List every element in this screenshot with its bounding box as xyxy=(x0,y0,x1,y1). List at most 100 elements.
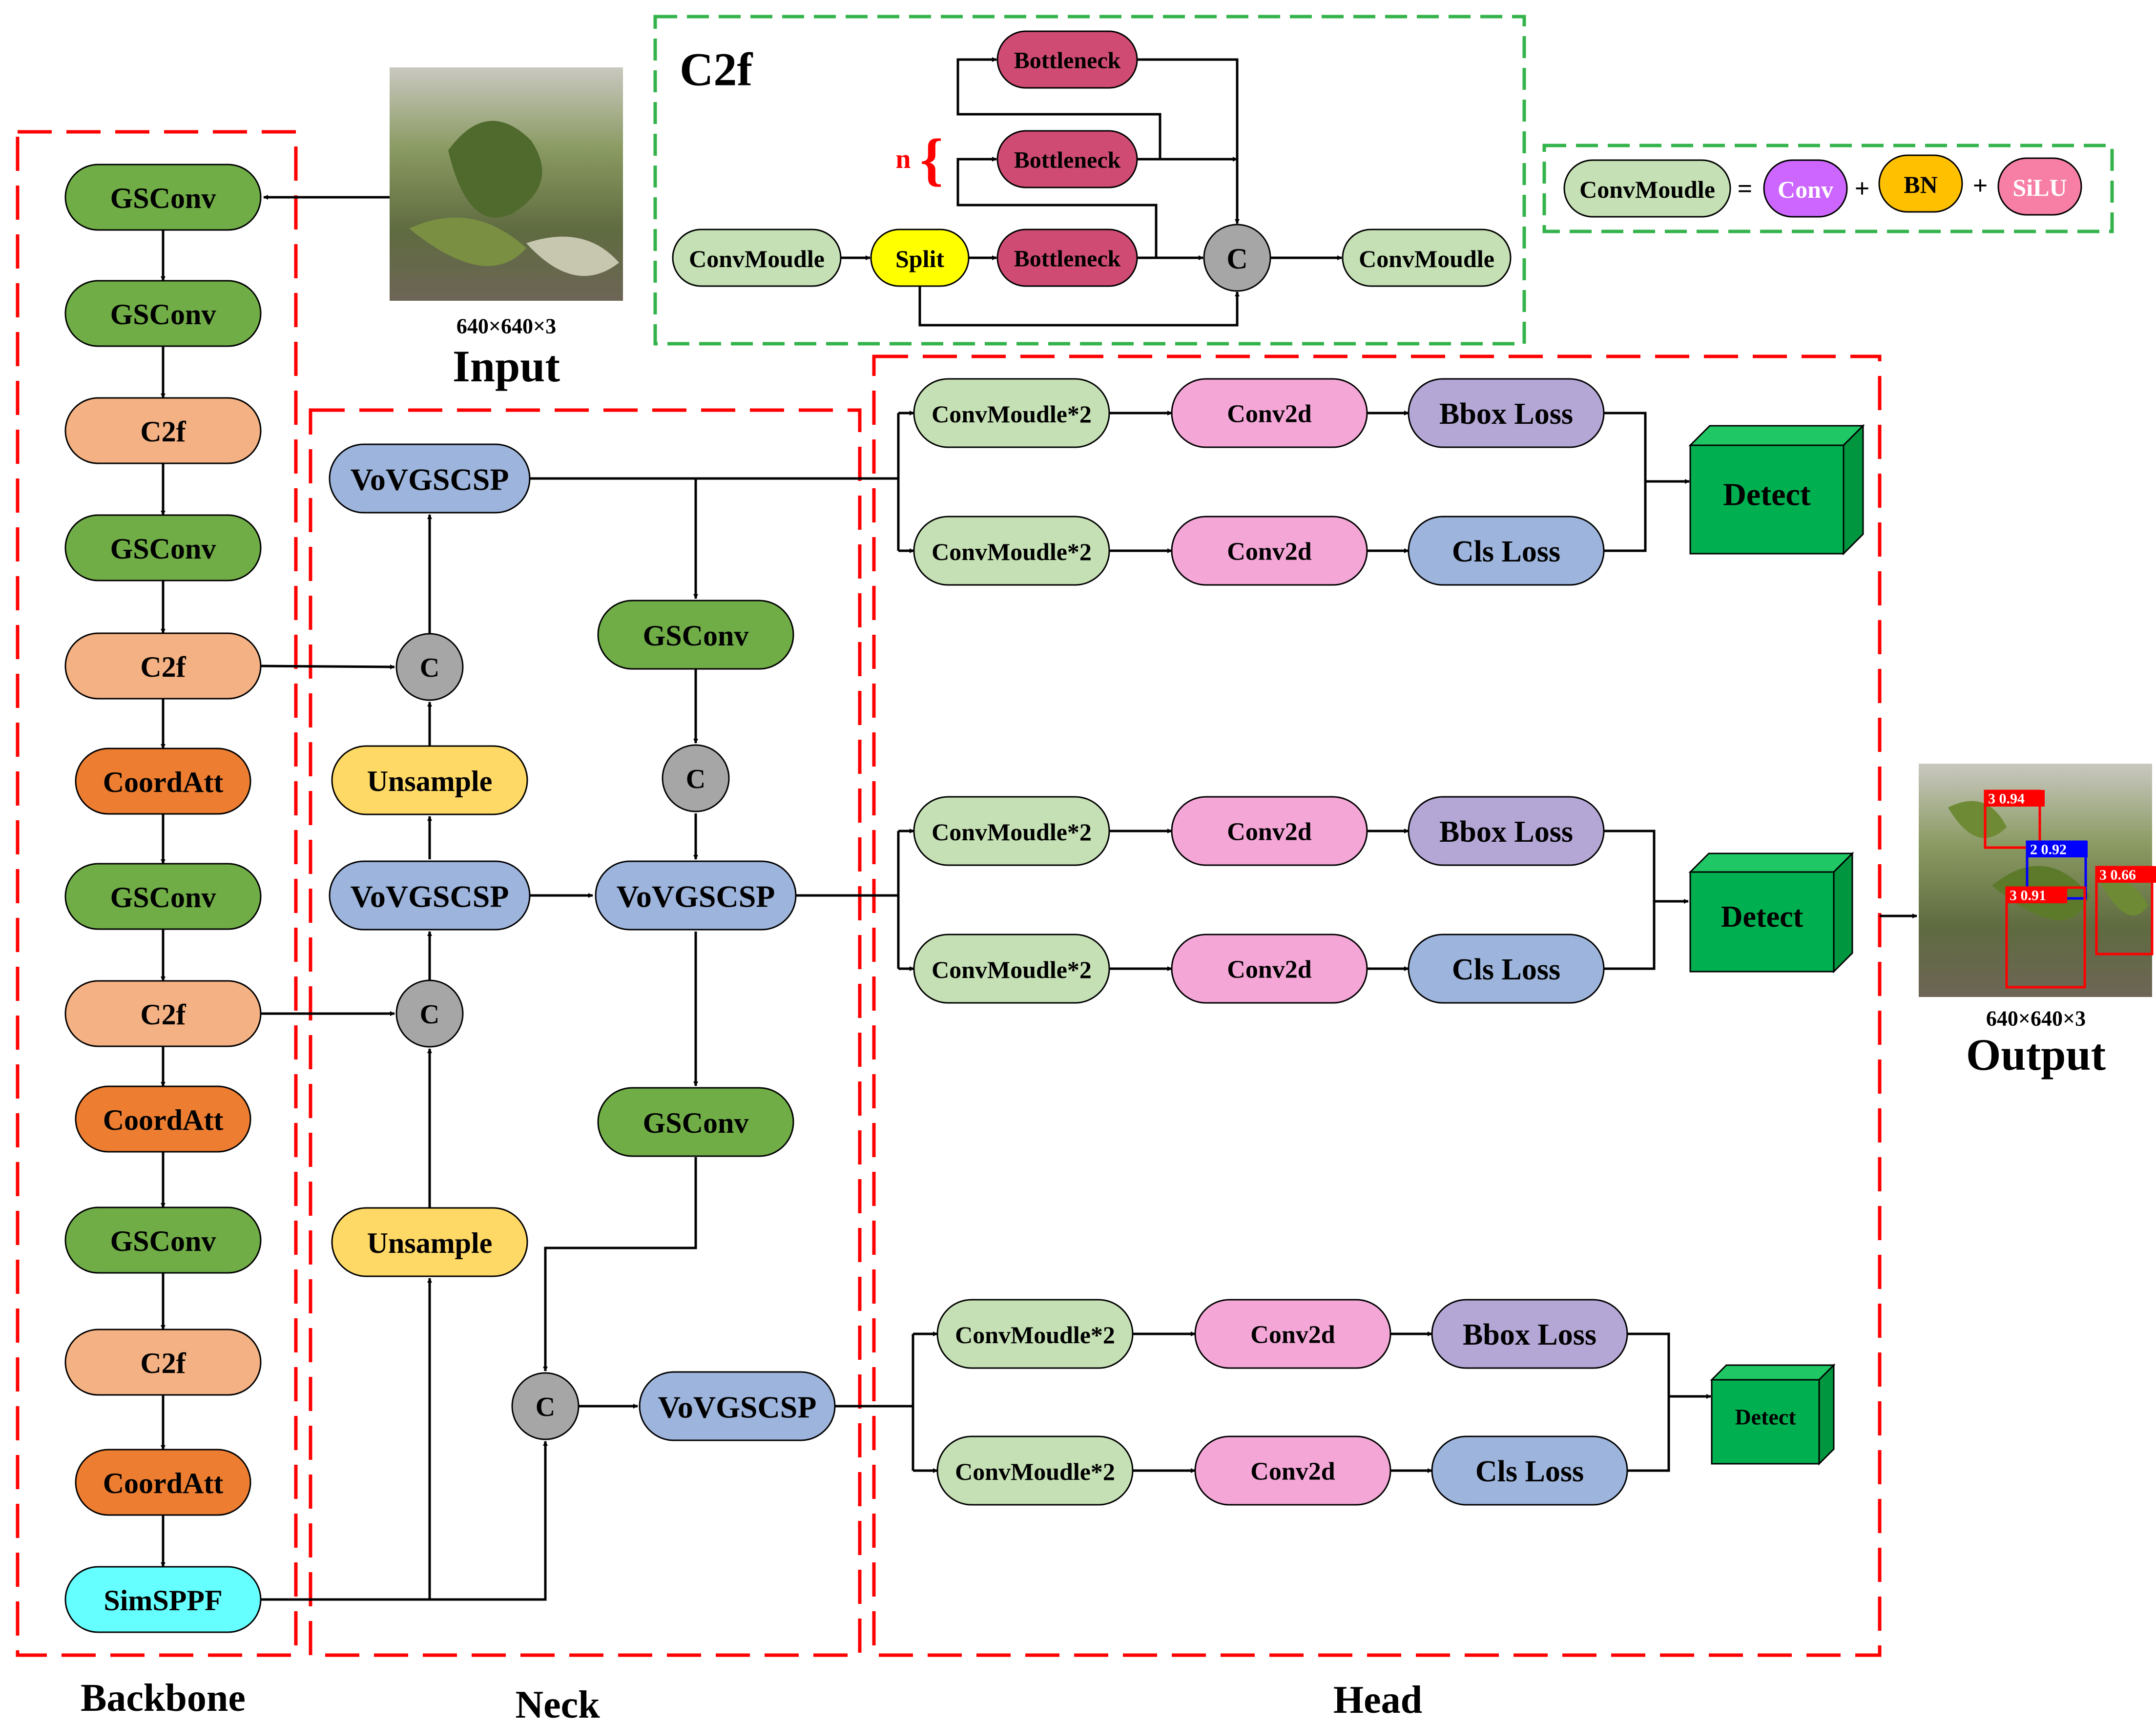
legend-conv-label: Conv xyxy=(1778,176,1833,203)
c2f-split xyxy=(870,228,970,287)
neck-vovgscsp-bottom-label: VoVGSCSP xyxy=(658,1390,817,1425)
c2f-bottleneck-1 xyxy=(996,30,1138,89)
input-plant-leaf xyxy=(526,236,619,276)
c2f-split-label: Split xyxy=(895,245,944,272)
detect-box-1-label: Detect xyxy=(1723,477,1811,513)
head-branch-3-convmodule-1 xyxy=(936,1435,1134,1506)
c2f-convmodule-out-label: ConvMoudle xyxy=(1359,245,1494,272)
head-frame xyxy=(872,354,1882,1657)
neck-vovgscsp-top-label: VoVGSCSP xyxy=(351,462,509,497)
input-title: Input xyxy=(453,341,560,391)
detection-label: 3 0.91 xyxy=(2010,888,2046,904)
backbone-gsconv-1-label: GSConv xyxy=(110,298,216,331)
detect-box-2-side xyxy=(1833,852,1853,974)
c2f-frame xyxy=(653,15,1526,346)
detect-box-2-top xyxy=(1688,852,1854,873)
detect-box-1-side xyxy=(1843,424,1864,556)
head-branch-3-convmodule-0-label: ConvMoudle*2 xyxy=(955,1321,1115,1349)
neck-concat-2-label: C xyxy=(420,999,439,1030)
legend-silu-label: SiLU xyxy=(2012,174,2067,201)
backbone-c2f-4-label: C2f xyxy=(140,651,186,683)
detect-box-3-top xyxy=(1710,1364,1836,1381)
connector-line xyxy=(1137,58,1240,224)
c2f-bottleneck-3-label: Bottleneck xyxy=(1014,246,1121,272)
backbone-c2f-10-label: C2f xyxy=(140,1347,186,1379)
backbone-gsconv-0 xyxy=(64,164,262,231)
legend-equals: = xyxy=(1738,174,1753,203)
head-branch-3-convmodule-0 xyxy=(936,1299,1134,1369)
backbone-coordatt-11 xyxy=(75,1449,251,1516)
detection-label: 3 0.94 xyxy=(1988,791,2025,807)
connector-line xyxy=(956,57,1161,161)
neck-gsconv-1 xyxy=(597,600,794,670)
backbone-gsconv-6 xyxy=(64,863,262,930)
input-plant-leaf xyxy=(409,217,526,266)
detect-box-3-side xyxy=(1818,1363,1835,1466)
backbone-coordatt-5 xyxy=(75,748,251,815)
head-branch-3-cls-loss xyxy=(1431,1435,1628,1506)
head-branch-3-conv2d-1-label: Conv2d xyxy=(1250,1458,1335,1486)
head-branch-3-conv2d-1 xyxy=(1194,1435,1391,1506)
connector-line xyxy=(1604,412,1647,552)
neck-gsconv-2-label: GSConv xyxy=(643,1107,749,1139)
detect-box-1-top xyxy=(1688,425,1865,446)
c2f-bottleneck-1-label: Bottleneck xyxy=(1014,48,1121,74)
legend-plus-2: + xyxy=(1973,171,1988,200)
head-branch-2-bbox-loss xyxy=(1408,796,1605,866)
head-branch-2-conv2d-0-label: Conv2d xyxy=(1227,818,1311,846)
backbone-simsppf-12-label: SimSPPF xyxy=(104,1584,222,1617)
output-plant-leaf xyxy=(2099,878,2148,916)
detect-box-3-label: Detect xyxy=(1735,1405,1796,1430)
head-branch-3-convmodule-1-label: ConvMoudle*2 xyxy=(955,1458,1115,1485)
neck-vovgscsp-top xyxy=(329,443,531,514)
backbone-gsconv-3-label: GSConv xyxy=(110,533,216,565)
head-branch-3-conv2d-0-label: Conv2d xyxy=(1250,1321,1335,1349)
c2f-brace: { xyxy=(920,127,943,192)
backbone-simsppf-12 xyxy=(64,1566,262,1633)
neck-vovgscsp-bottom xyxy=(639,1371,836,1441)
neck-concat-4-label: C xyxy=(536,1392,555,1422)
c2f-bottleneck-2-label: Bottleneck xyxy=(1014,147,1121,173)
head-branch-2-convmodule-1-label: ConvMoudle*2 xyxy=(932,956,1092,983)
neck-concat-3 xyxy=(662,744,730,812)
head-branch-1-conv2d-0-label: Conv2d xyxy=(1227,400,1311,428)
neck-gsconv-2 xyxy=(597,1087,794,1157)
head-branch-2-conv2d-0 xyxy=(1171,796,1368,866)
legend-convmodule-label: ConvMoudle xyxy=(1579,176,1715,203)
detection-label: 3 0.66 xyxy=(2099,867,2136,883)
detection-label-bg xyxy=(2027,841,2088,857)
head-branch-1-convmodule-1-label: ConvMoudle*2 xyxy=(932,538,1092,565)
legend-plus-1: + xyxy=(1855,174,1870,203)
neck-concat-4 xyxy=(511,1372,580,1440)
neck-concat-1 xyxy=(395,633,464,701)
c2f-convmodule-out xyxy=(1342,228,1512,287)
neck-frame xyxy=(309,408,862,1657)
output-title: Output xyxy=(1966,1030,2106,1080)
input-size-label: 640×640×3 xyxy=(456,314,556,338)
detection-label-bg xyxy=(1985,790,2045,807)
neck-unsample-1 xyxy=(331,745,528,815)
neck-vovgscsp-mid xyxy=(329,860,531,931)
c2f-concat xyxy=(1203,224,1271,292)
backbone-gsconv-1 xyxy=(64,280,262,347)
neck-concat-2 xyxy=(395,979,464,1048)
head-branch-1-convmodule-0-label: ConvMoudle*2 xyxy=(932,400,1092,428)
head-branch-3-bbox-loss xyxy=(1431,1299,1628,1369)
connector-line xyxy=(1627,1332,1670,1472)
connector-line xyxy=(261,1441,548,1601)
detect-box-2 xyxy=(1689,871,1835,973)
head-branch-1-cls-loss xyxy=(1408,516,1605,586)
head-branch-1-cls-loss-label: Cls Loss xyxy=(1452,535,1560,568)
head-branch-3-conv2d-0 xyxy=(1194,1299,1391,1369)
detection-label-bg xyxy=(2096,866,2156,883)
backbone-c2f-4 xyxy=(64,632,262,700)
output-size-label: 640×640×3 xyxy=(1986,1007,2086,1031)
backbone-gsconv-6-label: GSConv xyxy=(110,881,216,914)
backbone-coordatt-11-label: CoordAtt xyxy=(103,1467,224,1499)
connector-line xyxy=(918,286,1240,327)
backbone-coordatt-8 xyxy=(75,1085,251,1153)
head-section-label: Head xyxy=(1333,1679,1422,1722)
c2f-convmodule-in-label: ConvMoudle xyxy=(689,245,825,272)
head-branch-2-conv2d-1-label: Conv2d xyxy=(1227,956,1311,984)
